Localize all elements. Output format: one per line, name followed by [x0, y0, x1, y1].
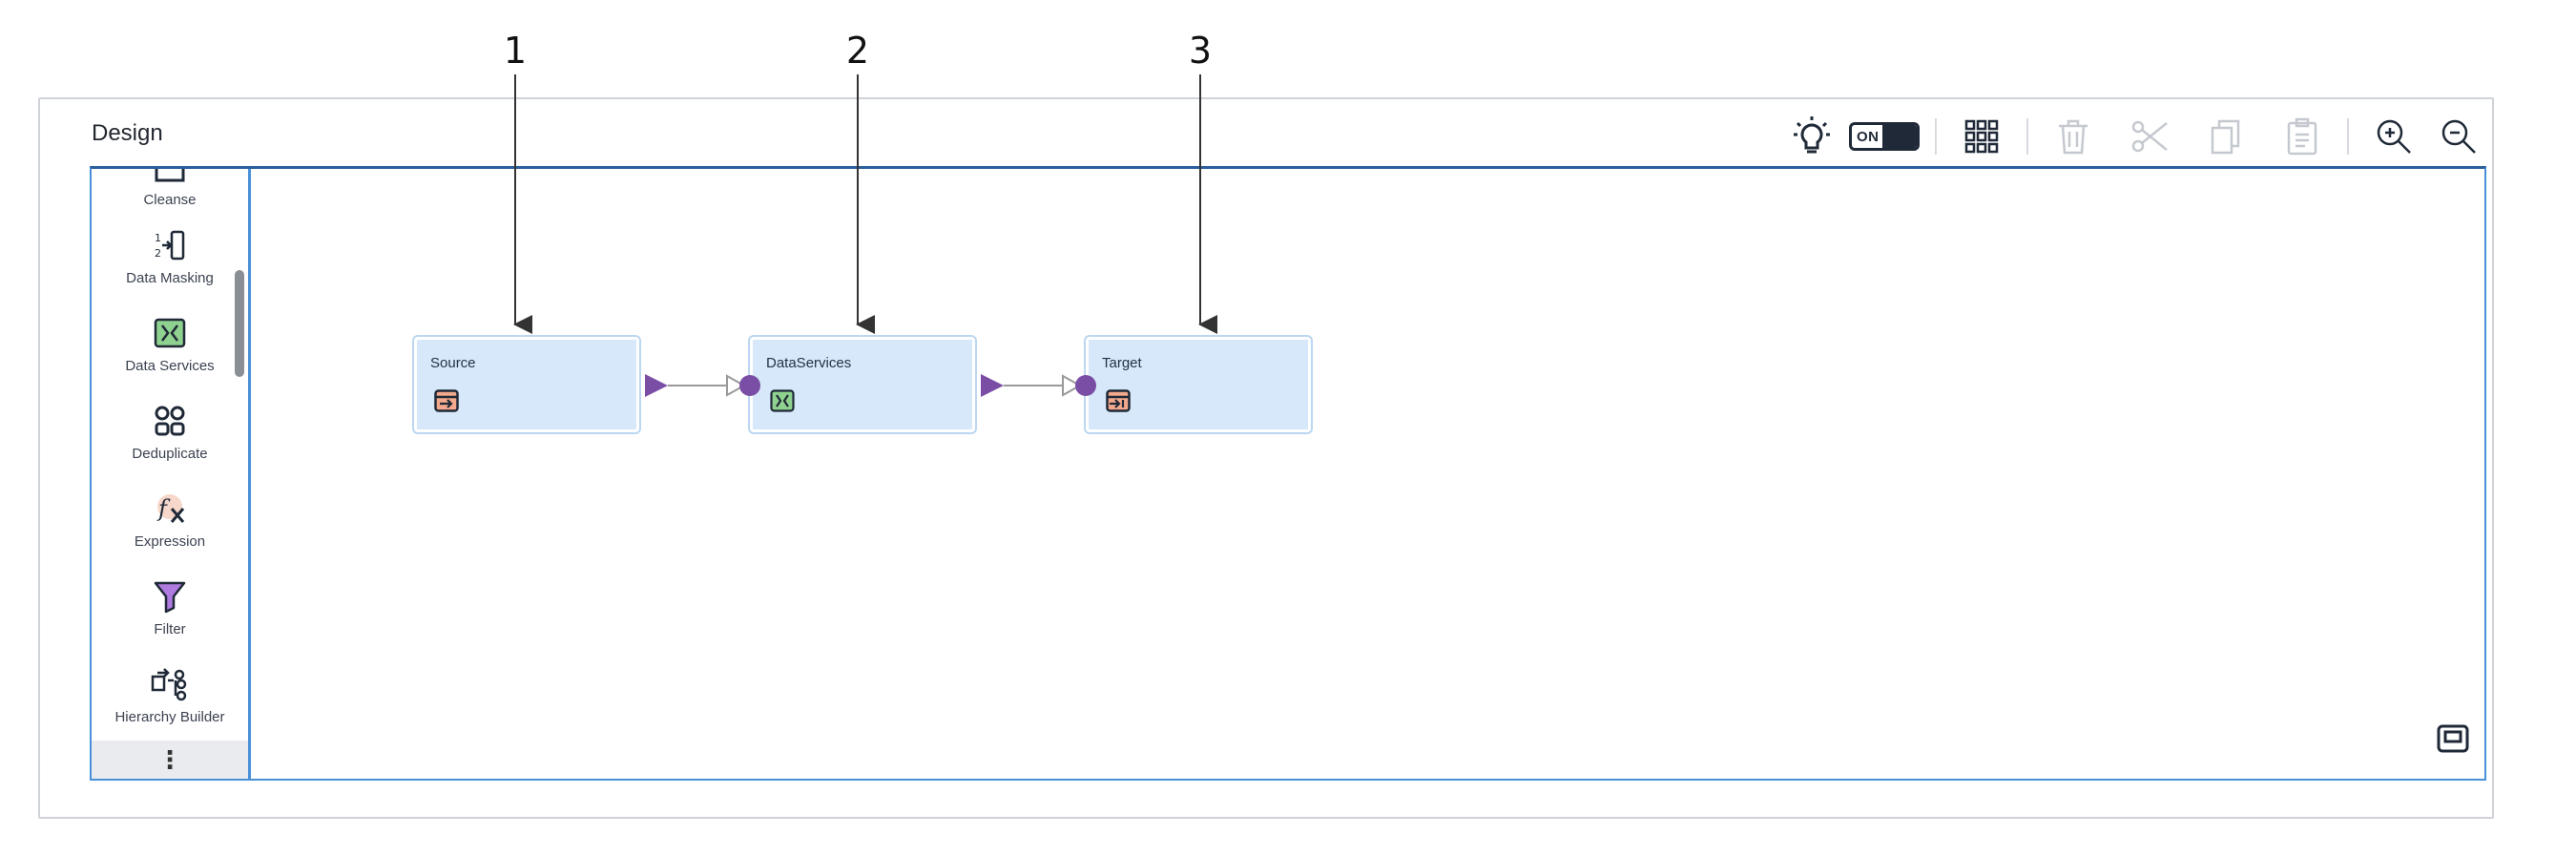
deduplicate-icon [92, 402, 248, 440]
fit-to-screen-icon[interactable] [2437, 724, 2469, 758]
expression-icon: f [92, 490, 248, 528]
node-source[interactable]: Source [414, 337, 639, 432]
callout-label-2: 2 [845, 30, 870, 72]
palette-item-data-services[interactable]: Data Services [92, 314, 248, 375]
zoom-in-icon[interactable] [2364, 107, 2423, 166]
design-panel: Design ON [38, 97, 2494, 819]
svg-text:2: 2 [155, 247, 161, 260]
callout-label-1: 1 [503, 30, 528, 72]
toolbar-separator [1935, 118, 1937, 155]
trash-icon[interactable] [2044, 107, 2103, 166]
palette-item-deduplicate[interactable]: Deduplicate [92, 402, 248, 463]
panel-title: Design [92, 120, 163, 146]
palette-item-label: Deduplicate [132, 446, 208, 462]
palette-item-label: Hierarchy Builder [114, 709, 225, 725]
svg-text:1: 1 [155, 232, 161, 244]
toolbar-separator [2026, 118, 2028, 155]
hierarchy-builder-icon [92, 665, 248, 703]
palette-item-label: Data Masking [126, 270, 214, 286]
palette-item-hierarchy-builder[interactable]: Hierarchy Builder [92, 665, 248, 726]
lightbulb-icon[interactable] [1782, 107, 1841, 166]
palette-item-data-masking[interactable]: 1 2 Data Masking [92, 226, 248, 287]
recommendation-toggle[interactable]: ON [1849, 122, 1920, 151]
source-icon [434, 389, 459, 417]
palette-scrollbar[interactable] [235, 270, 244, 377]
palette-item-label: Data Services [125, 358, 215, 374]
grid-icon[interactable] [1952, 107, 2011, 166]
palette-item-cleanse[interactable]: Cleanse [92, 169, 248, 209]
palette-more-button[interactable]: ⋮ [92, 741, 248, 779]
mapping-canvas[interactable]: Cleanse 1 2 Data Masking [90, 166, 2486, 781]
node-title: DataServices [766, 355, 852, 371]
node-target[interactable]: Target [1086, 337, 1311, 432]
zoom-out-icon[interactable] [2429, 107, 2488, 166]
cleanse-icon [92, 169, 248, 186]
node-title: Source [430, 355, 476, 371]
node-data-services[interactable]: DataServices [750, 337, 975, 432]
palette-item-label: Cleanse [143, 192, 197, 208]
data-masking-icon: 1 2 [92, 226, 248, 264]
toolbar-separator [2347, 118, 2349, 155]
node-title: Target [1102, 355, 1142, 371]
palette-item-label: Filter [154, 621, 186, 637]
copy-icon[interactable] [2196, 107, 2255, 166]
data-services-icon [92, 314, 248, 352]
filter-icon [92, 577, 248, 616]
callout-label-3: 3 [1188, 30, 1213, 72]
target-icon [1106, 389, 1131, 417]
palette-item-expression[interactable]: f Expression [92, 490, 248, 551]
transformation-palette: Cleanse 1 2 Data Masking [92, 169, 251, 779]
canvas-toolbar: ON [1782, 107, 2492, 166]
toggle-state-label: ON [1857, 128, 1880, 145]
cut-icon[interactable] [2120, 107, 2179, 166]
palette-item-filter[interactable]: Filter [92, 577, 248, 638]
data-services-icon [770, 389, 795, 417]
palette-item-label: Expression [134, 533, 206, 550]
toggle-knob [1881, 125, 1917, 148]
paste-icon[interactable] [2273, 107, 2332, 166]
